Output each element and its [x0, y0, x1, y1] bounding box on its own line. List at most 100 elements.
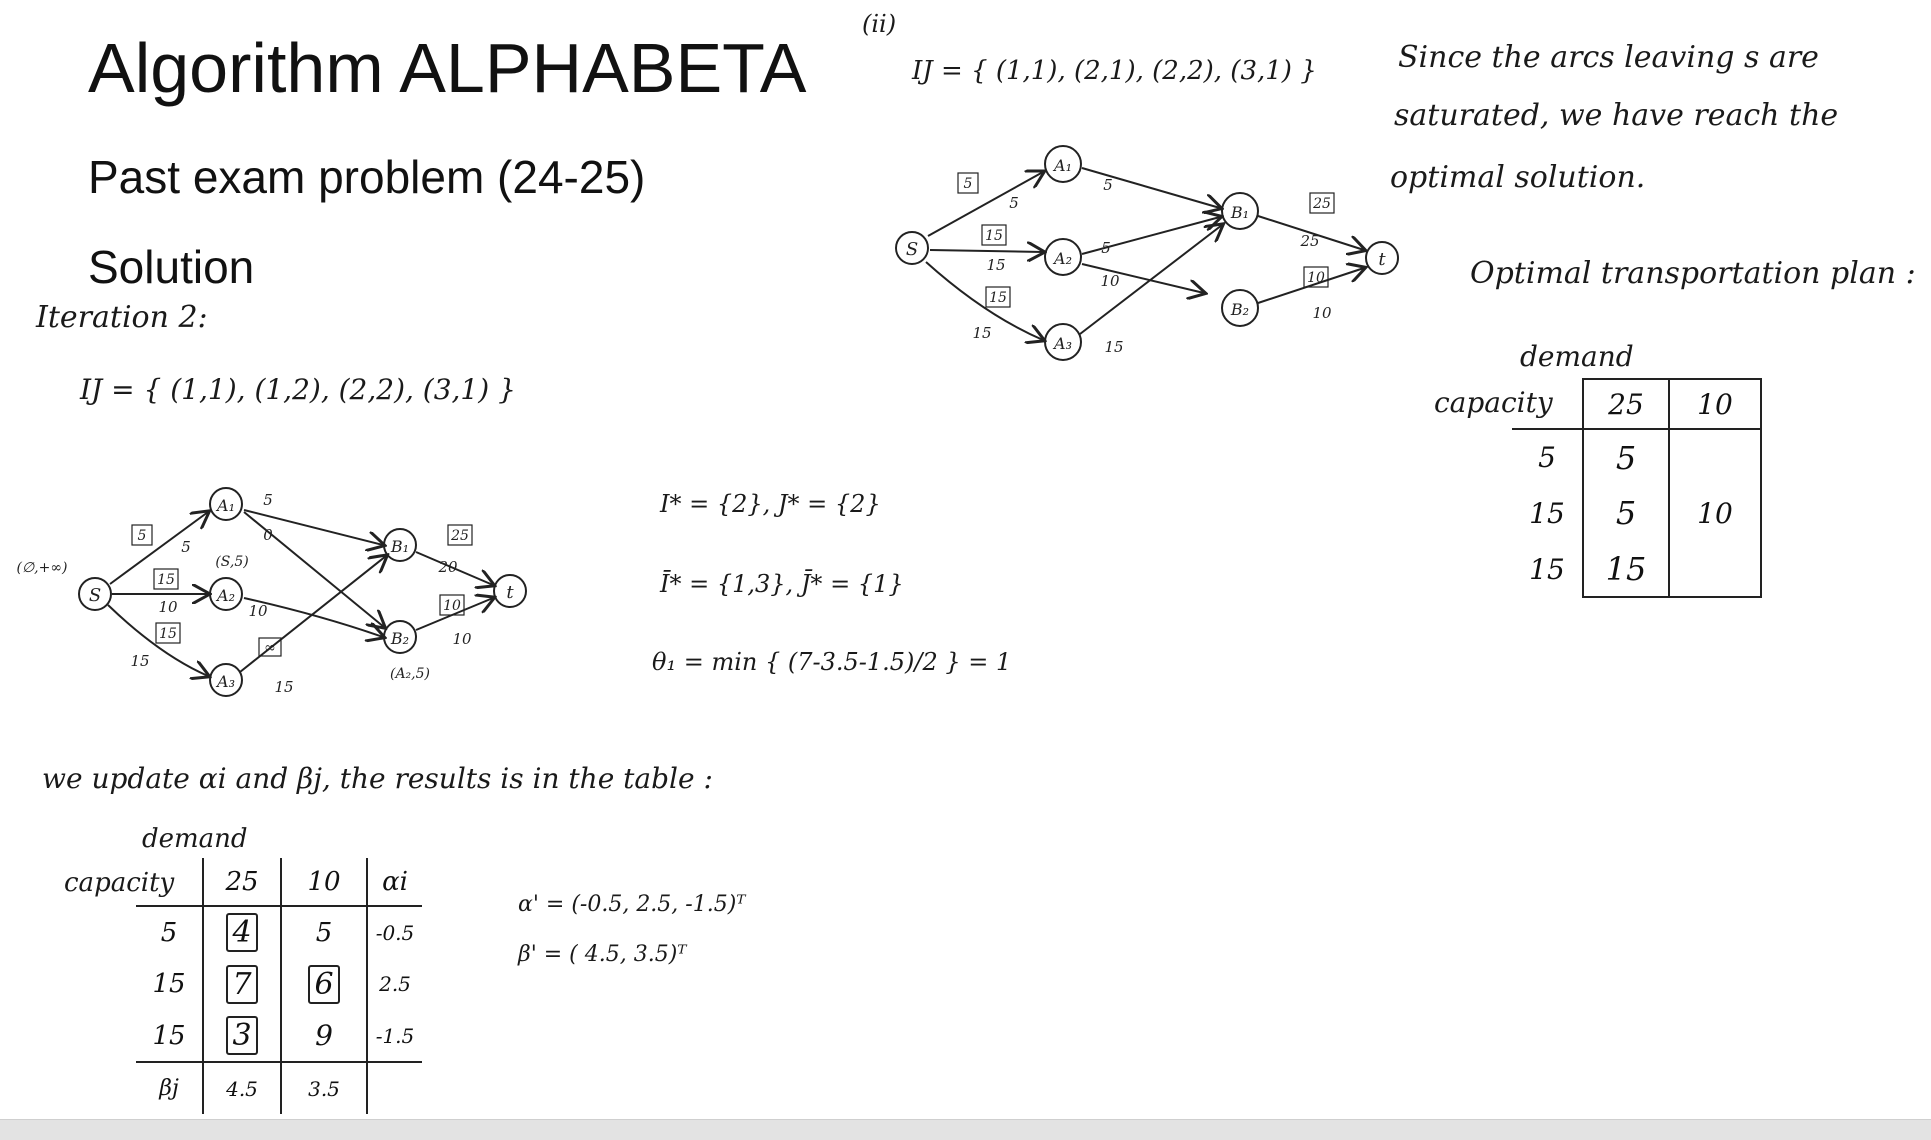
- graph2: [895, 145, 1399, 361]
- node-label: B₂: [390, 629, 409, 648]
- capacity-label: 15: [985, 228, 1003, 244]
- right-table-capacity: capacity: [1434, 386, 1553, 419]
- arc: [107, 604, 208, 676]
- node-label: t: [1378, 249, 1386, 270]
- capacity-label: 10: [443, 598, 461, 614]
- arc: [415, 598, 493, 631]
- alpha-cell: -1.5: [366, 1010, 422, 1062]
- node-mark: (∅,+∞): [17, 560, 68, 576]
- capacity-label: ∞: [264, 640, 276, 656]
- capacity-cell: 15: [1529, 552, 1565, 586]
- col-header: 10: [280, 858, 367, 906]
- capacity-label: 10: [1307, 270, 1325, 286]
- beta-label: βj: [159, 1076, 179, 1101]
- window-bottom-bar: [0, 1119, 1931, 1140]
- theta-formula: θ₁ = min { (7-3.5-1.5)/2 } = 1: [652, 648, 1012, 676]
- node-mark: (S,5): [215, 554, 248, 570]
- left-table: 25 10 αi 5 4 5 -0.5 15 7 6 2.5 15 3 9 -1…: [136, 858, 422, 1114]
- flow-label: 5: [263, 491, 273, 509]
- arc: [1257, 215, 1364, 250]
- right-table-demand: demand: [1520, 340, 1634, 373]
- i-bar-set: Ī* = {1,3}, J̄* = {1}: [660, 570, 904, 598]
- col-header: 25: [202, 858, 281, 906]
- plan-title: Optimal transportation plan :: [1470, 256, 1916, 291]
- capacity-box: [155, 622, 181, 644]
- flow-label: 15: [274, 678, 293, 696]
- alpha-vector: α' = (-0.5, 2.5, -1.5)ᵀ: [518, 892, 746, 917]
- plan-cell: 5: [1582, 429, 1669, 485]
- arc: [239, 556, 386, 673]
- node-label: A₁: [215, 496, 235, 515]
- flow-label: 15: [1104, 338, 1123, 356]
- col-header: 10: [1668, 378, 1762, 429]
- capacity-box: [957, 172, 979, 194]
- table-cell: 5: [280, 906, 367, 958]
- basic-cell: 6: [308, 964, 340, 1004]
- capacity-box: [981, 224, 1007, 246]
- arc: [1081, 263, 1204, 293]
- capacity-box: [439, 594, 465, 616]
- capacity-label: 5: [964, 176, 973, 192]
- arc: [1079, 225, 1222, 335]
- arc: [243, 511, 384, 627]
- arc: [1257, 268, 1364, 304]
- plan-cell: 15: [1582, 541, 1669, 598]
- capacity-label: 25: [1312, 196, 1331, 212]
- page-subtitle: Past exam problem (24-25): [88, 151, 646, 203]
- arc: [109, 512, 208, 585]
- ij-set-right: IJ = { (1,1), (2,1), (2,2), (3,1) }: [912, 56, 1317, 86]
- node-label: A₂: [1052, 249, 1072, 268]
- node-label: t: [506, 582, 514, 603]
- beta-cell: 4.5: [202, 1062, 281, 1114]
- node-a1: [1044, 145, 1082, 183]
- arc: [925, 261, 1043, 340]
- capacity-label: 25: [450, 528, 469, 544]
- capacity-label: 15: [989, 290, 1007, 306]
- arc: [415, 551, 493, 585]
- capacity-box: [1303, 266, 1329, 288]
- conclusion-line-2: saturated, we have reach the: [1394, 98, 1839, 133]
- alpha-cell: 2.5: [366, 958, 422, 1010]
- basic-cell: 4: [226, 913, 258, 952]
- right-table: 25 10 5 5 15 5 10 15 15: [1512, 378, 1762, 598]
- i-star-set: I* = {2}, J* = {2}: [660, 490, 881, 518]
- arc: [1081, 167, 1220, 208]
- arc: [243, 597, 383, 637]
- alpha-cell: -0.5: [366, 906, 422, 958]
- flow-label: 10: [452, 630, 472, 648]
- capacity-cell: 5: [1538, 441, 1556, 474]
- left-table-capacity: capacity: [64, 868, 175, 898]
- plan-cell: 5: [1582, 485, 1669, 541]
- node-label: S: [906, 239, 918, 260]
- node-label: A₃: [1052, 334, 1072, 353]
- arc: [1081, 217, 1220, 255]
- left-table-demand: demand: [142, 824, 248, 854]
- flow-label: 15: [130, 652, 149, 670]
- capacity-cell: 5: [160, 917, 178, 948]
- conclusion-line-1: Since the arcs leaving s are: [1398, 40, 1819, 75]
- part-label: (ii): [862, 10, 897, 38]
- conclusion-line-3: optimal solution.: [1390, 160, 1646, 195]
- solution-label: Solution: [88, 241, 255, 293]
- table-cell: 9: [280, 1010, 367, 1062]
- flow-label: 5: [1101, 239, 1111, 257]
- flow-label: 25: [1299, 232, 1319, 250]
- capacity-box: [131, 524, 153, 546]
- capacity-label: 15: [157, 572, 175, 588]
- plan-cell: 10: [1668, 485, 1762, 541]
- beta-cell: 3.5: [280, 1062, 367, 1114]
- node-label: B₁: [390, 537, 409, 556]
- capacity-cell: 15: [152, 969, 186, 999]
- col-header: 25: [1582, 378, 1669, 429]
- page-title: Algorithm ALPHABETA: [88, 29, 807, 107]
- arc: [929, 250, 1043, 252]
- iteration-label: Iteration 2:: [36, 300, 208, 335]
- capacity-box: [447, 524, 473, 546]
- flow-label: 10: [158, 598, 178, 616]
- capacity-label: 15: [159, 626, 177, 642]
- arc: [927, 172, 1043, 237]
- update-text: we update αi and βj, the results is in t…: [42, 762, 713, 795]
- node-s: [78, 577, 112, 611]
- flow-label: 20: [437, 558, 458, 576]
